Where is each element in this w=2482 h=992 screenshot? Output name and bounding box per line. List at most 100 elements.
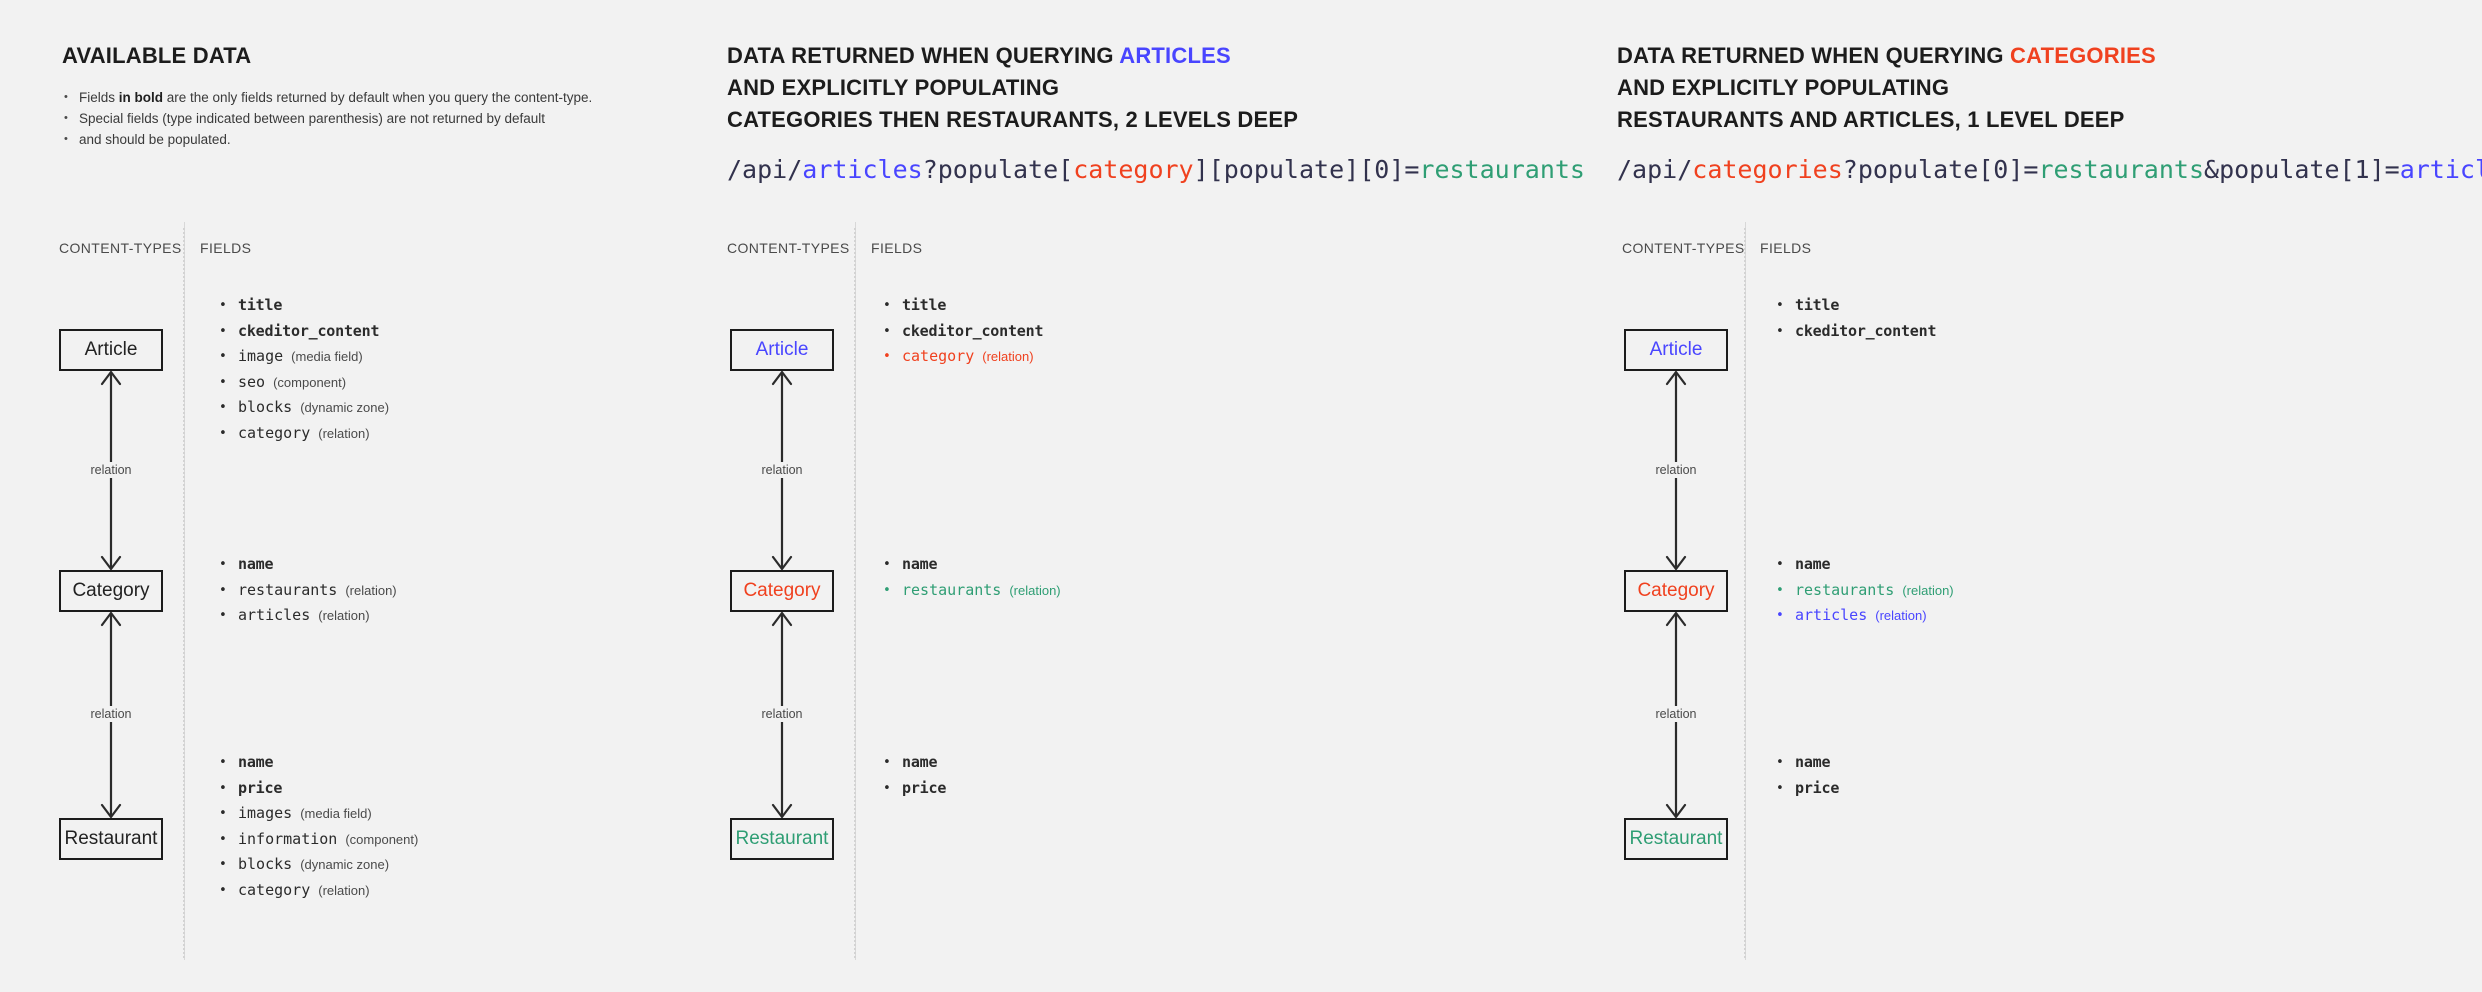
endpoint-segment: categories (1692, 155, 1843, 184)
field-row: restaurants(relation) (880, 578, 1061, 604)
entity-label: Restaurant (64, 828, 158, 849)
endpoint-segment: ?populate[ (922, 155, 1074, 184)
field-type: (component) (273, 374, 347, 390)
field-row: ckeditor_content (880, 319, 1043, 345)
field-name: category (238, 423, 311, 442)
legend-item: Special fields (type indicated between p… (62, 108, 592, 129)
relation-label: relation (1616, 462, 1736, 478)
heading-segment: ARTICLES (1119, 43, 1231, 68)
field-name: name (238, 555, 274, 573)
api-endpoint[interactable]: /api/categories?populate[0]=restaurants&… (1617, 155, 2482, 185)
entity-box-category[interactable]: Category (59, 570, 163, 612)
heading-segment: AVAILABLE DATA (62, 43, 252, 68)
field-type: (dynamic zone) (300, 857, 390, 872)
field-type: (relation) (1902, 582, 1954, 598)
field-name: ckeditor_content (238, 321, 380, 340)
panel-heading-line: CATEGORIES THEN RESTAURANTS, 2 LEVELS DE… (727, 104, 1298, 136)
field-row: image(media field) (216, 344, 389, 370)
panel-query-categories: DATA RETURNED WHEN QUERYING CATEGORIES AN… (1600, 0, 2482, 992)
entity-box-restaurant[interactable]: Restaurant (1624, 818, 1728, 860)
entity-box-restaurant[interactable]: Restaurant (730, 818, 834, 860)
caption-fields: FIELDS (1760, 240, 1812, 256)
field-name: name (238, 753, 274, 771)
entity-label: Restaurant (735, 828, 829, 849)
endpoint-segment: restaurants (1419, 155, 1585, 184)
panel-heading-line: RESTAURANTS AND ARTICLES, 1 LEVEL DEEP (1617, 104, 2125, 136)
legend-emphasis: in bold (118, 90, 164, 105)
field-name: category (902, 347, 975, 365)
heading-segment: CATEGORIES (2010, 43, 2156, 68)
legend: Fields in bold are the only fields retur… (62, 87, 592, 151)
heading-segment: RESTAURANTS AND ARTICLES, 1 LEVEL DEEP (1617, 107, 2125, 132)
endpoint-segment: restaurants (2038, 155, 2205, 184)
relation-label: relation (51, 462, 171, 478)
field-name: ckeditor_content (902, 321, 1044, 340)
entity-box-article[interactable]: Article (59, 329, 163, 371)
field-name: information (238, 829, 338, 848)
field-row: category(relation) (216, 421, 389, 447)
field-row: restaurants (relation) (216, 578, 397, 604)
field-name: title (902, 296, 947, 314)
field-name: blocks (238, 398, 293, 416)
caption-content-types: CONTENT-TYPES (1622, 240, 1745, 256)
field-row: ckeditor_content (216, 319, 389, 345)
field-name: restaurants (902, 580, 1002, 599)
relation-connector: relation (51, 612, 171, 818)
api-endpoint[interactable]: /api/articles?populate[category][populat… (727, 155, 1585, 185)
column-dotted-divider (854, 228, 856, 958)
field-type: (component) (345, 831, 419, 847)
field-row: images(media field) (216, 801, 418, 827)
field-list: namerestaurants(relation)articles(relati… (1773, 552, 1954, 629)
field-name: name (902, 753, 938, 771)
relation-label: relation (722, 462, 842, 478)
heading-segment: AND EXPLICITLY POPULATING (727, 75, 1060, 100)
field-type: (media field) (291, 349, 363, 364)
panel-query-articles: DATA RETURNED WHEN QUERYING ARTICLES AND … (720, 0, 1585, 992)
endpoint-segment: /api/ (727, 155, 803, 184)
entity-box-article[interactable]: Article (1624, 329, 1728, 371)
field-list: title ckeditor_content category (relation) (880, 293, 1043, 370)
field-type: (relation) (318, 608, 370, 623)
field-type: (relation) (982, 349, 1034, 364)
relation-label: relation (51, 706, 171, 722)
endpoint-segment: articles (2399, 155, 2482, 184)
field-name: name (1795, 555, 1831, 573)
legend-item: Fields in bold are the only fields retur… (62, 87, 592, 108)
field-row: name (880, 552, 1061, 578)
column-dotted-divider (1744, 228, 1746, 958)
entity-box-article[interactable]: Article (730, 329, 834, 371)
field-name: restaurants (238, 580, 338, 599)
field-row: information (component) (216, 827, 418, 853)
field-list: titleckeditor_contentimage(media field)s… (216, 293, 389, 446)
field-type: (relation) (345, 582, 397, 598)
endpoint-segment: ][populate][0]= (1193, 155, 1420, 184)
field-row: name (216, 552, 397, 578)
panel-heading-line: AND EXPLICITLY POPULATING (1617, 72, 1949, 104)
field-name: ckeditor_content (1795, 321, 1937, 340)
field-row: title (880, 293, 1043, 319)
entity-box-restaurant[interactable]: Restaurant (59, 818, 163, 860)
field-name: articles (238, 606, 311, 624)
field-row: ckeditor_content (1773, 319, 1936, 345)
endpoint-segment: /api/ (1617, 155, 1693, 184)
entity-label: Article (84, 339, 138, 360)
endpoint-segment: articles (802, 155, 923, 184)
field-type: (relation) (318, 882, 370, 898)
field-name: title (238, 296, 283, 314)
column-dotted-divider (183, 228, 185, 958)
relation-connector: relation (51, 371, 171, 570)
heading-segment: DATA RETURNED WHEN QUERYING (727, 43, 1120, 68)
field-row: name (880, 750, 946, 776)
relation-connector: relation (722, 612, 842, 818)
field-row: name (1773, 552, 1954, 578)
entity-box-category[interactable]: Category (1624, 570, 1728, 612)
field-list: name restaurants (relation) articles (relati… (216, 552, 397, 629)
heading-segment: DATA RETURNED WHEN QUERYING (1617, 43, 2011, 68)
legend-continuation: •and should be populated. (62, 129, 592, 150)
field-row: name (216, 750, 418, 776)
relation-label: relation (722, 706, 842, 722)
caption-content-types: CONTENT-TYPES (727, 240, 850, 256)
field-name: articles (1795, 606, 1868, 624)
entity-box-category[interactable]: Category (730, 570, 834, 612)
